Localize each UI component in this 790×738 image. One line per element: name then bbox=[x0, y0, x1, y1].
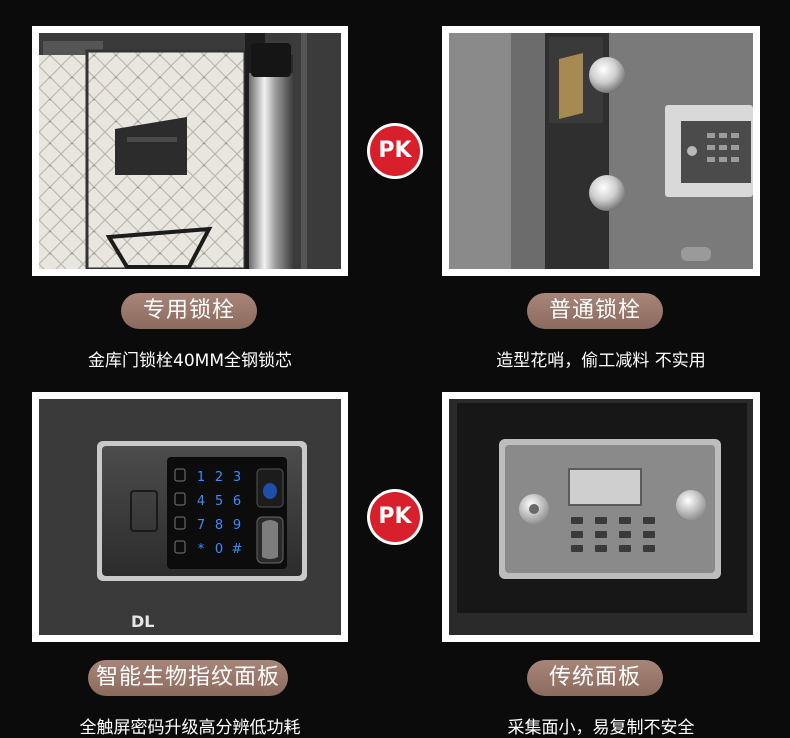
keypad-side-icon bbox=[174, 516, 186, 530]
keypad-side-icon bbox=[174, 468, 186, 482]
pk-badge-label: PK bbox=[370, 492, 420, 542]
keypad-key: 7 bbox=[197, 518, 205, 533]
special-bolt-photo bbox=[39, 33, 341, 269]
keypad-key: * bbox=[198, 542, 205, 557]
photo-frame-normal-bolt bbox=[442, 26, 760, 276]
caption-traditional-panel: 采集面小，易复制不安全 bbox=[507, 718, 695, 738]
keypad-key: 9 bbox=[233, 518, 241, 533]
keypad-key: 1 bbox=[197, 470, 205, 485]
keypad-key: 2 bbox=[215, 470, 223, 485]
brand-logo-text: DL bbox=[131, 612, 154, 631]
keypad-key: 0 bbox=[215, 542, 223, 557]
photo-frame-special-bolt bbox=[32, 26, 348, 276]
pk-badge-2: PK bbox=[367, 489, 423, 545]
keypad-side-icon bbox=[174, 540, 186, 554]
title-pill-special-bolt: 专用锁栓 bbox=[121, 293, 257, 329]
title-pill-normal-bolt: 普通锁栓 bbox=[527, 293, 663, 329]
caption-special-bolt: 金库门锁栓40MM全钢锁芯 bbox=[88, 351, 292, 371]
title-pill-traditional-panel: 传统面板 bbox=[527, 660, 663, 696]
keypad-side-icon bbox=[174, 492, 186, 506]
keypad-key: 4 bbox=[197, 494, 205, 509]
traditional-panel-photo bbox=[449, 399, 753, 635]
normal-bolt-photo bbox=[449, 33, 753, 269]
keypad-key: 5 bbox=[215, 494, 223, 509]
title-pill-fingerprint-panel: 智能生物指纹面板 bbox=[88, 660, 288, 696]
keypad-key: 6 bbox=[233, 494, 241, 509]
keypad-key: # bbox=[232, 542, 243, 557]
keypad-key: 3 bbox=[233, 470, 241, 485]
pk-badge-label: PK bbox=[370, 126, 420, 176]
caption-normal-bolt: 造型花哨，偷工减料 不实用 bbox=[496, 351, 706, 371]
keypad-key: 8 bbox=[215, 518, 223, 533]
caption-fingerprint-panel: 全触屏密码升级高分辨低功耗 bbox=[79, 718, 301, 738]
pk-badge-1: PK bbox=[367, 123, 423, 179]
photo-frame-traditional-panel bbox=[442, 392, 760, 642]
